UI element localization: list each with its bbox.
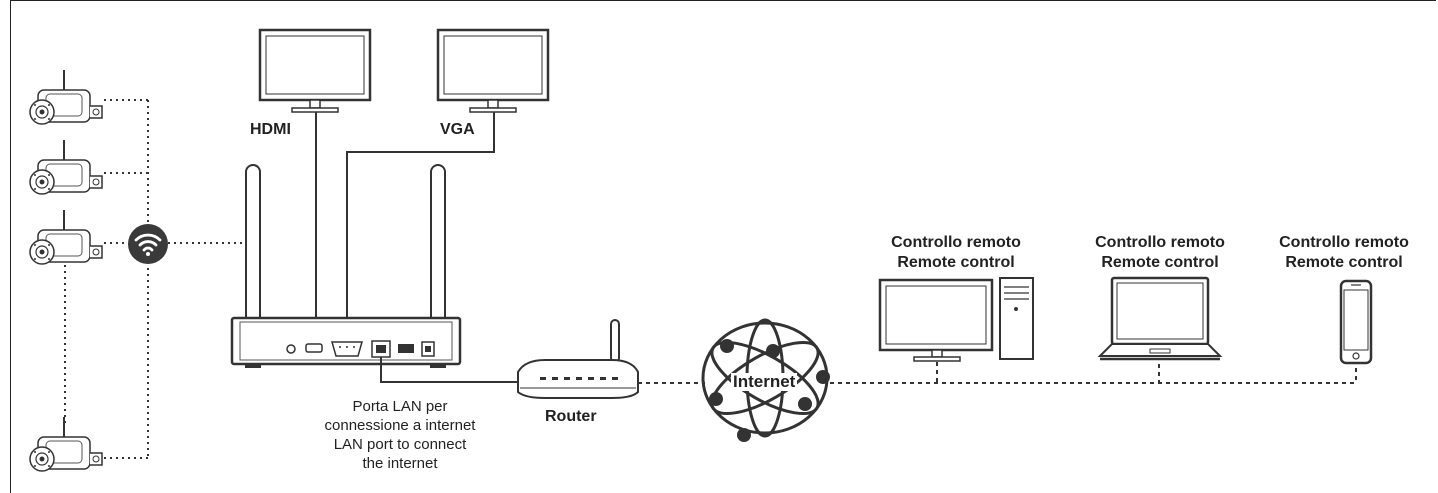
internet-label: Internet [731,372,798,391]
remote-label-laptop: Controllo remoto Remote control [1095,234,1225,271]
smartphone-icon [1339,279,1373,365]
desktop-computer-icon [878,277,1034,362]
router-icon [517,319,639,399]
diagram-frame [10,0,1436,493]
hdmi-monitor-icon [258,28,372,114]
video-cables [315,112,495,318]
remote-label-desktop: Controllo remoto Remote control [891,234,1021,271]
bullet-camera-icon [29,209,103,265]
remote-label-smartphone: Controllo remoto Remote control [1279,234,1409,271]
lan-port-label: Porta LAN per connessione a internet LAN… [324,398,476,472]
router-label: Router [545,408,597,425]
wifi-icon [128,224,168,264]
bullet-camera-icon [29,416,103,472]
laptop-icon [1097,276,1223,361]
vga-label: VGA [440,121,475,138]
bullet-camera-icon [29,69,103,125]
internet-links [638,362,1357,384]
lan-cable [380,357,518,383]
hdmi-label: HDMI [250,121,291,138]
camera-wireless-links [64,99,242,459]
vga-monitor-icon [436,28,550,114]
nvr-recorder-icon [230,316,462,368]
bullet-camera-icon [29,139,103,195]
globe-icon [701,318,830,442]
